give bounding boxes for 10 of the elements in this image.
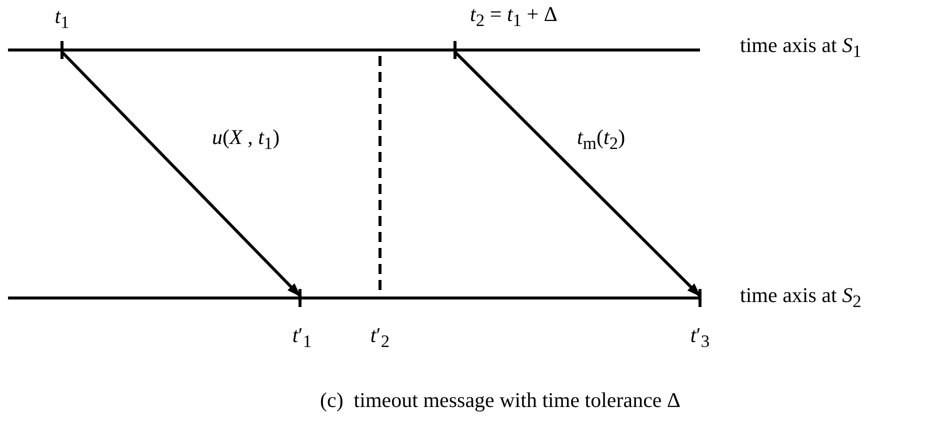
arrow — [454, 50, 702, 298]
time-point-label: t$_{2}$ = t$_{1}$ + Δ — [470, 2, 558, 32]
axis-label: time axis at S$_{2}$ — [740, 283, 862, 312]
time-point-label: t′$_{1}$ — [291, 322, 313, 352]
arrow — [60, 50, 302, 298]
caption: (c) timeout message with time tolerance Δ — [320, 388, 680, 413]
time-point-label: t′$_{2}$ — [369, 322, 391, 352]
time-point-label: t$_{1}$ — [54, 4, 70, 34]
axis-label: time axis at S$_{1}$ — [740, 33, 862, 62]
time-point-label: t′$_{3}$ — [689, 322, 711, 352]
